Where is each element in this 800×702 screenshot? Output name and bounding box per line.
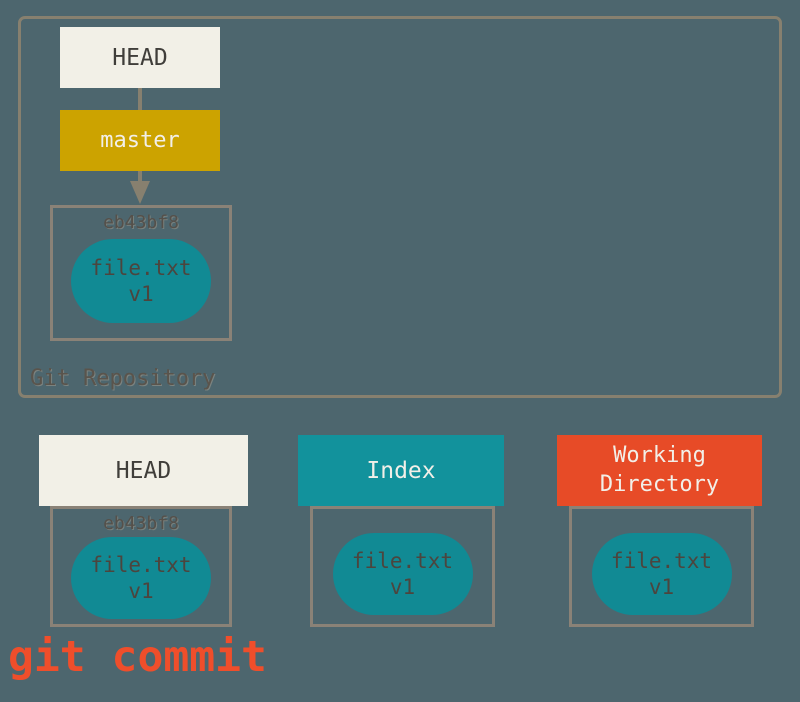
commit-hash: eb43bf8: [103, 513, 179, 534]
commit-hash: eb43bf8: [103, 212, 179, 233]
column-index-title: Index: [366, 457, 436, 484]
head-to-master-connector: [138, 86, 142, 112]
file-node-pill: file.txt v1: [71, 537, 211, 619]
column-head-title: HEAD: [115, 457, 172, 484]
column-index-header: Index: [298, 435, 504, 506]
file-name: file.txt: [351, 548, 454, 573]
git-commit-command: git commit: [8, 632, 267, 682]
working-directory-file-box: file.txt v1: [569, 506, 754, 627]
index-file-box: file.txt v1: [310, 506, 495, 627]
file-name: file.txt: [610, 548, 713, 573]
file-node-pill: file.txt v1: [332, 533, 473, 615]
column-working-directory-title: Working Directory: [599, 442, 720, 497]
git-repository-container: [18, 16, 782, 398]
branch-master-label: master: [100, 128, 180, 153]
head-commit-file-box: eb43bf8 file.txt v1: [50, 506, 232, 627]
head-ref-box: HEAD: [60, 27, 220, 88]
head-ref-label: HEAD: [112, 44, 168, 71]
file-version: v1: [389, 575, 416, 599]
file-name: file.txt: [90, 552, 192, 577]
column-working-directory-header: Working Directory: [557, 435, 762, 506]
column-head-header: HEAD: [39, 435, 248, 506]
file-version: v1: [128, 282, 154, 306]
file-name: file.txt: [90, 255, 192, 280]
master-to-commit-connector: [138, 171, 142, 184]
file-node-pill: file.txt v1: [71, 239, 211, 323]
arrow-down-icon: [130, 181, 150, 204]
file-node-pill: file.txt v1: [591, 533, 732, 615]
commit-box: eb43bf8 file.txt v1: [50, 205, 232, 341]
branch-master-box: master: [60, 110, 220, 171]
file-version: v1: [648, 575, 675, 599]
git-repository-label: Git Repository: [30, 366, 216, 391]
file-version: v1: [128, 579, 154, 603]
